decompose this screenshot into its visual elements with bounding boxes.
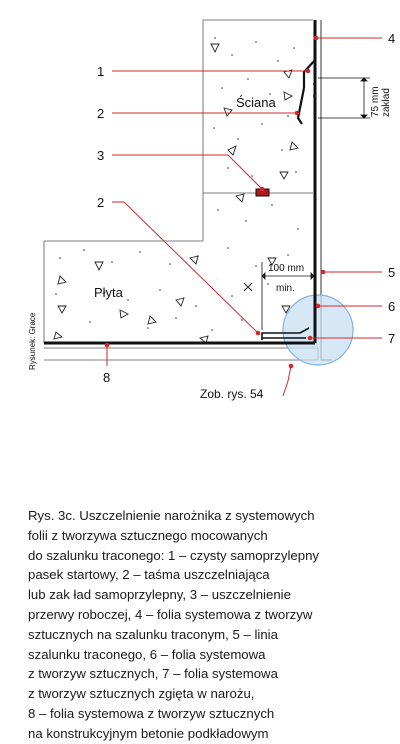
callout-1: 1 bbox=[97, 64, 104, 79]
lean-concrete-base bbox=[44, 347, 319, 361]
figure-caption: Rys. 3c. Uszczelnienie narożnika z syste… bbox=[28, 506, 390, 744]
caption-line: do szalunku traconego: 1 – czysty samopr… bbox=[28, 547, 320, 563]
caption-line: przerwy roboczej, 4 – folia systemowa z … bbox=[28, 606, 313, 622]
concrete-dots bbox=[55, 37, 299, 331]
callout-5: 5 bbox=[388, 265, 395, 280]
caption-line: szalunku traconego, 6 – folia systemowa bbox=[28, 646, 266, 662]
dimension-75mm-word: zakład bbox=[381, 88, 392, 117]
dimension-75mm-value: 75 mm bbox=[370, 86, 381, 117]
dimension-100mm-word: min. bbox=[276, 283, 295, 294]
concrete-outline bbox=[43, 19, 313, 343]
callout-leaders bbox=[106, 37, 382, 397]
detail-circle bbox=[282, 294, 354, 366]
dimension-75mm bbox=[318, 77, 370, 119]
caption-line: lub zak ład samoprzylepny, 3 – uszczelni… bbox=[28, 587, 291, 603]
reference-label: Zob. rys. 54 bbox=[200, 387, 264, 401]
callout-dots bbox=[104, 35, 326, 369]
caption-line: 8 – folia systemowa z tworzyw sztucznych bbox=[28, 705, 275, 721]
callout-2a: 2 bbox=[97, 106, 104, 121]
wall-label: Ściana bbox=[236, 95, 277, 110]
caption-line: z tworzyw sztucznych zgięta w narożu, bbox=[28, 686, 255, 702]
corner-detail-drawing: 75 mm zakład 100 mm min. Ściana Płyta Ry… bbox=[28, 19, 395, 401]
slab-label: Płyta bbox=[94, 285, 124, 300]
caption-line: sztucznych na szalunku traconym, 5 – lin… bbox=[28, 626, 278, 642]
callout-3: 3 bbox=[97, 148, 104, 163]
wall-concrete bbox=[44, 20, 313, 343]
callout-4: 4 bbox=[388, 31, 395, 46]
credit-label: Rysunek: Grace bbox=[28, 312, 37, 370]
overlap-marks bbox=[313, 83, 316, 97]
callout-7: 7 bbox=[388, 331, 395, 346]
caption-line: z tworzyw sztucznych, 7 – folia systemow… bbox=[28, 666, 278, 682]
caption-line: folii z tworzywa sztucznego mocowanych bbox=[28, 527, 268, 543]
caption-line: pasek startowy, 2 – taśma uszczelniająca bbox=[28, 567, 270, 583]
rebar-symbols bbox=[243, 282, 253, 292]
system-membrane bbox=[44, 20, 317, 345]
dimension-100mm bbox=[261, 262, 315, 330]
corner-fold-membrane bbox=[261, 327, 310, 340]
callout-8: 8 bbox=[103, 370, 110, 385]
concrete-aggregate bbox=[53, 43, 299, 344]
callout-numbers: 1 2 3 2 4 5 6 7 8 bbox=[97, 31, 395, 385]
callout-6: 6 bbox=[388, 299, 395, 314]
callout-2b: 2 bbox=[97, 195, 104, 210]
caption-line: na konstrukcyjnym betonie podkładowym bbox=[28, 725, 269, 741]
dimension-100mm-value: 100 mm bbox=[268, 263, 304, 274]
caption-line: Rys. 3c. Uszczelnienie narożnika z syste… bbox=[28, 508, 315, 523]
